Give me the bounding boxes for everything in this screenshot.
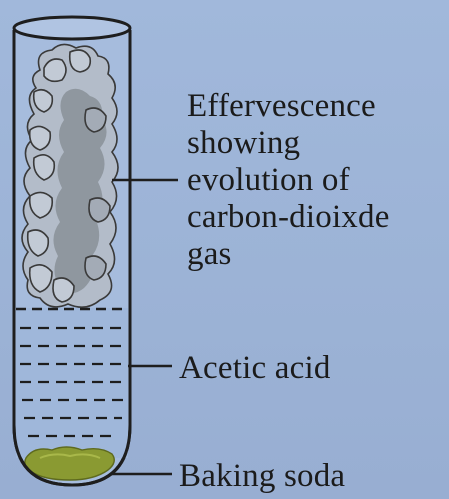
- test-tube-rim: [12, 15, 132, 41]
- bubble: [28, 264, 53, 293]
- label-effervescence: Effervescence showing evolution of carbo…: [187, 88, 390, 273]
- baking-soda-highlight: [39, 453, 101, 459]
- bubble: [84, 107, 107, 133]
- label-baking-soda: Baking soda: [179, 458, 346, 494]
- bubble: [43, 58, 67, 83]
- label-effervescence-line-1: Effervescence: [187, 88, 376, 124]
- bubble: [28, 191, 54, 219]
- bubble-cloud-core: [53, 88, 107, 293]
- liquid-body: [16, 308, 128, 458]
- label-effervescence-line-4: carbon-dioixde: [187, 199, 390, 235]
- bubble: [68, 49, 92, 73]
- label-effervescence-line-5: gas: [187, 236, 232, 272]
- gas-bubbles: [21, 43, 119, 308]
- acetic-acid-liquid: [16, 307, 128, 458]
- liquid-dashes: [20, 326, 126, 438]
- label-effervescence-line-3: evolution of: [187, 162, 350, 198]
- label-acetic-acid: Acetic acid: [179, 350, 331, 386]
- test-tube-outline: [12, 30, 132, 487]
- bubble: [26, 229, 50, 257]
- bubble: [28, 125, 52, 151]
- bubble: [52, 277, 75, 303]
- bubble: [32, 88, 54, 113]
- bubble: [84, 255, 107, 281]
- label-effervescence-line-2: showing: [187, 125, 301, 161]
- bubble: [32, 154, 56, 181]
- bubble: [88, 197, 111, 223]
